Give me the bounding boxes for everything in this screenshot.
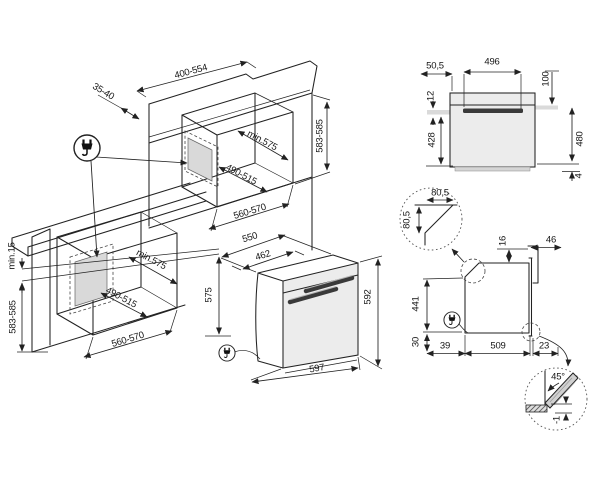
power-plug-icon	[443, 311, 461, 329]
oven-view	[218, 234, 383, 385]
power-connection-zone	[187, 137, 213, 182]
side-section-view	[422, 244, 572, 367]
front-section-view	[420, 69, 580, 181]
door-tilt-detail	[524, 367, 588, 431]
power-plug-icon	[218, 344, 236, 362]
power-plug-icon	[73, 134, 101, 162]
base-cabinet-view	[11, 182, 231, 360]
handle-section	[463, 108, 523, 113]
oven-handle	[287, 275, 355, 305]
column-cabinet-view	[97, 60, 331, 251]
corner-chamfer-detail	[399, 187, 463, 251]
oven-door	[282, 262, 359, 369]
power-supply-callout	[73, 134, 188, 258]
power-connection-zone	[74, 251, 108, 307]
